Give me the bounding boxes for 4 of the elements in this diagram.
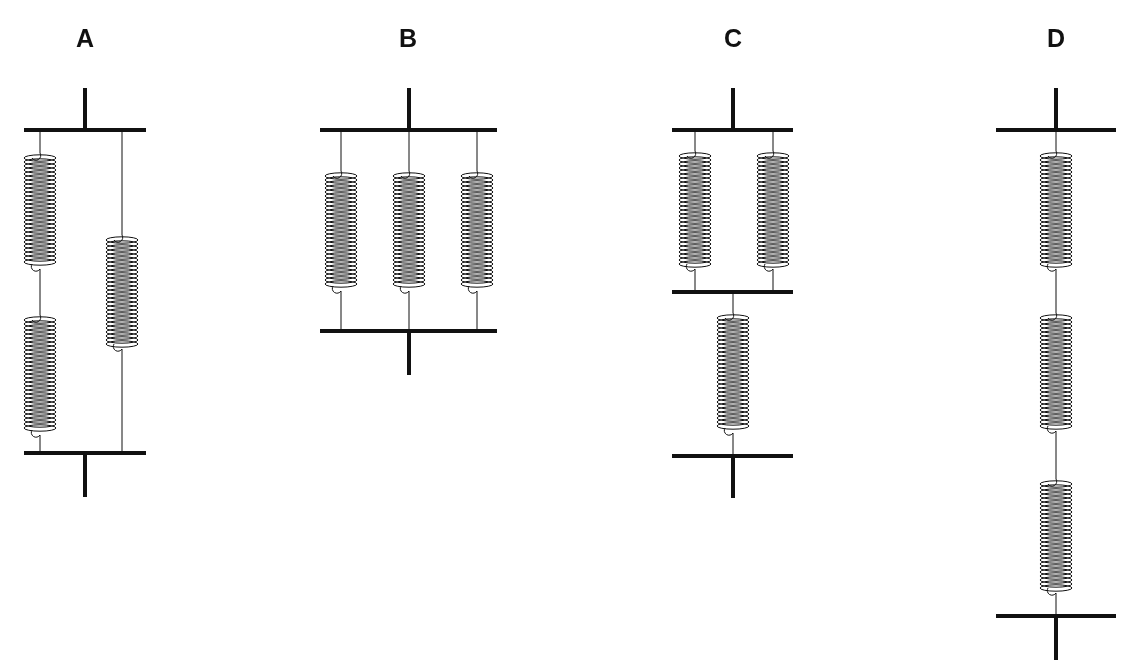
panel-letter: A bbox=[74, 24, 96, 53]
panel-letter: B bbox=[397, 24, 419, 53]
panel-letter: D bbox=[1045, 24, 1067, 53]
panel-letter: C bbox=[722, 24, 744, 53]
